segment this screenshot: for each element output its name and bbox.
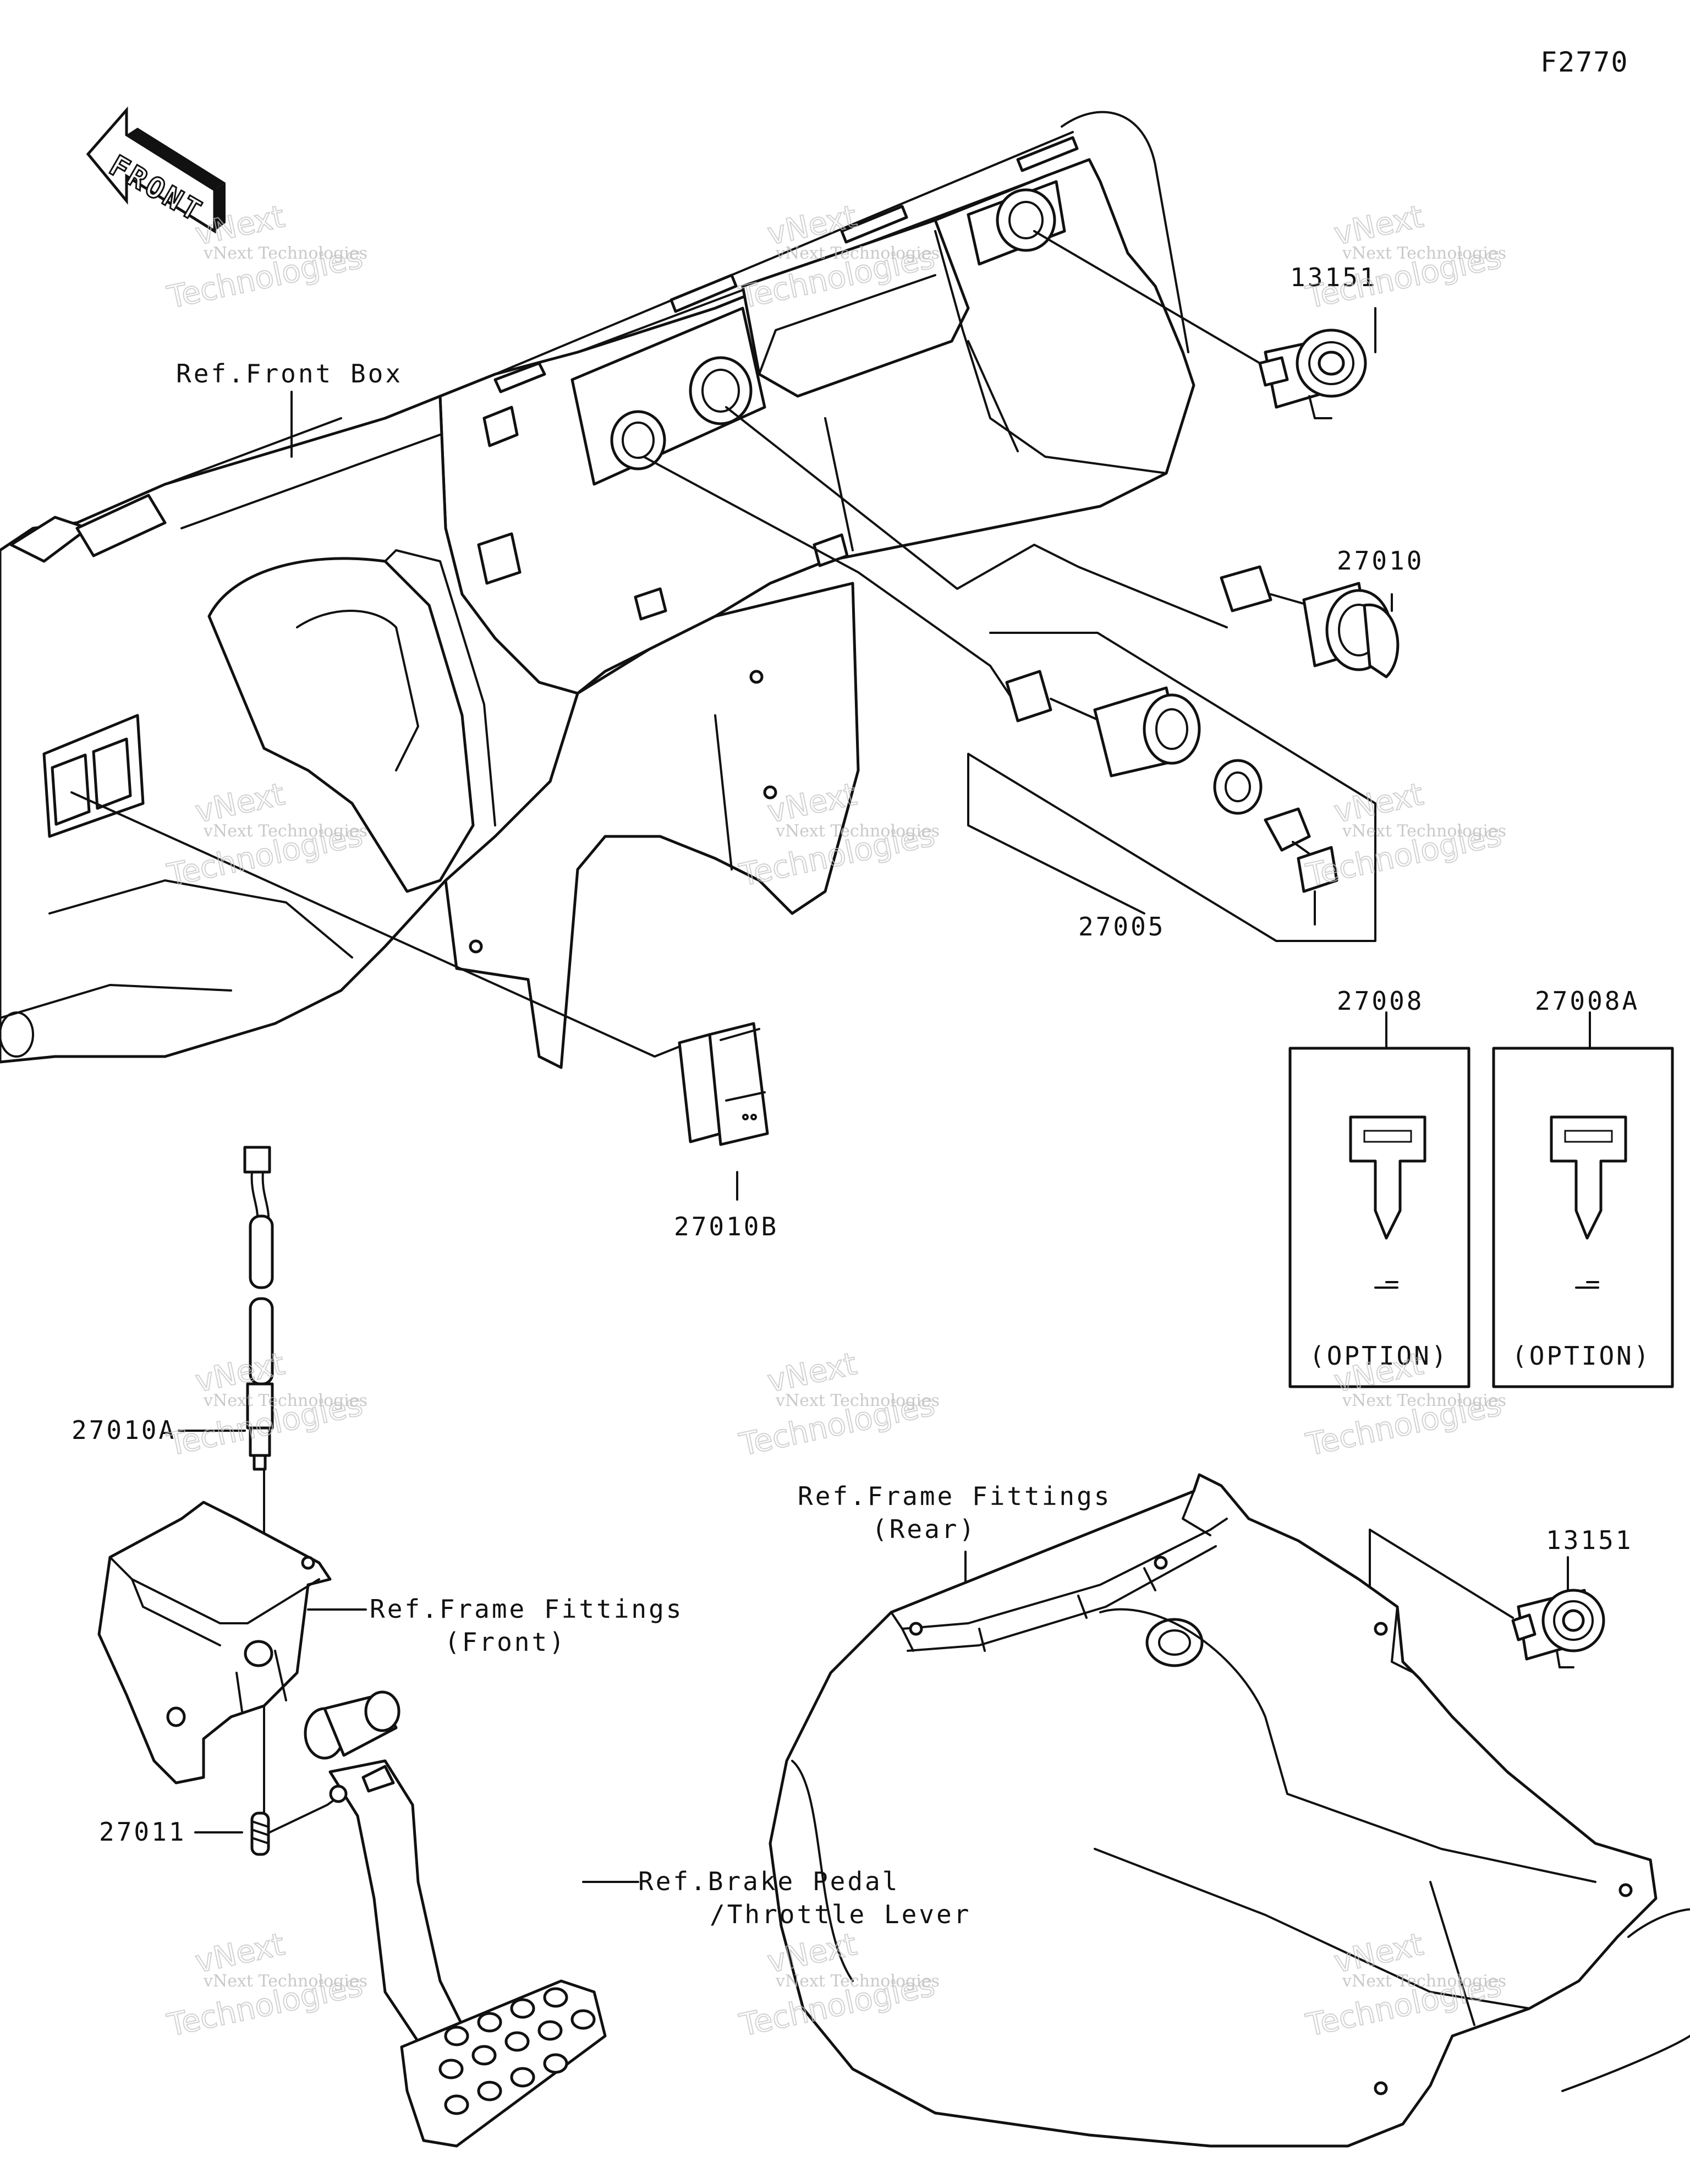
label-ref-frame-rear-1: Ref.Frame Fittings: [798, 1481, 1112, 1511]
svg-text:vNext Technologies: vNext Technologies: [775, 1972, 940, 1991]
power-socket-13151-bottom: [1511, 1589, 1605, 1668]
lower-dash-panel: [444, 582, 860, 1069]
label-27010b: 27010B: [674, 1212, 778, 1241]
svg-text:vNext Technologies: vNext Technologies: [1342, 244, 1506, 263]
figure-code: F2770: [1540, 46, 1629, 78]
power-socket-13151-top: [1258, 329, 1367, 419]
label-option-2: (OPTION): [1512, 1341, 1651, 1371]
label-13151-bottom: 13151: [1546, 1525, 1633, 1555]
svg-text:vNext Technologies: vNext Technologies: [1342, 822, 1506, 841]
watermark: vNext vNext Technologies Technologies: [1302, 776, 1506, 894]
brake-switch-27010a: [243, 1146, 274, 1471]
svg-text:vNext Technologies: vNext Technologies: [1342, 1972, 1506, 1991]
watermark: vNext vNext Technologies Technologies: [163, 1926, 367, 2044]
label-ref-frame-front-2: (Front): [445, 1627, 567, 1657]
front-direction-arrow-icon: FRONT: [86, 106, 226, 234]
key-option-27008a: [1492, 1047, 1674, 1388]
svg-text:vNext Technologies: vNext Technologies: [775, 822, 940, 841]
pedal-pad-studs: [438, 1987, 596, 2115]
frame-fittings-front-bracket: [97, 1501, 332, 1785]
svg-text:vNext Technologies: vNext Technologies: [1342, 1391, 1506, 1410]
label-ref-frame-front-1: Ref.Frame Fittings: [370, 1594, 684, 1624]
label-13151-top: 13151: [1290, 262, 1377, 292]
ignition-switch-27005: [1005, 670, 1338, 926]
svg-text:vNext Technologies: vNext Technologies: [203, 1972, 367, 1991]
label-ref-frame-rear-2: (Rear): [872, 1514, 976, 1544]
watermark: vNext vNext Technologies Technologies: [1302, 198, 1506, 316]
watermark: vNext vNext Technologies Technologies: [736, 1345, 940, 1464]
label-27010a: 27010A: [72, 1415, 176, 1445]
callout-labels: Ref.Front Box 13151 27010 27005 27008 27…: [72, 262, 1651, 1929]
svg-text:vNext Technologies: vNext Technologies: [203, 822, 367, 841]
rear-frame-fittings-body: [769, 1473, 1690, 2148]
svg-text:vNext Technologies: vNext Technologies: [775, 244, 940, 263]
svg-text:vNext Technologies: vNext Technologies: [775, 1391, 940, 1410]
key-option-27008: [1288, 1047, 1470, 1388]
label-option-1: (OPTION): [1309, 1341, 1449, 1371]
socket-27010: [1220, 565, 1400, 678]
brake-pedal: [304, 1690, 607, 2148]
label-ref-front-box: Ref.Front Box: [176, 359, 403, 388]
svg-text:vNext Technologies: vNext Technologies: [203, 244, 367, 263]
label-27010: 27010: [1337, 546, 1424, 576]
left-dash-front-box: [0, 395, 579, 1064]
label-27008: 27008: [1337, 986, 1424, 1016]
label-ref-brake-1: Ref.Brake Pedal: [638, 1866, 899, 1896]
label-27008a: 27008A: [1535, 986, 1639, 1016]
rocker-switch-27010b: [678, 1022, 769, 1146]
svg-text:vNext Technologies: vNext Technologies: [203, 1391, 367, 1410]
label-ref-brake-2: /Throttle Lever: [710, 1900, 971, 1929]
spring-27011: [250, 1811, 270, 1856]
label-27005: 27005: [1078, 912, 1165, 942]
label-27011: 27011: [99, 1817, 186, 1847]
